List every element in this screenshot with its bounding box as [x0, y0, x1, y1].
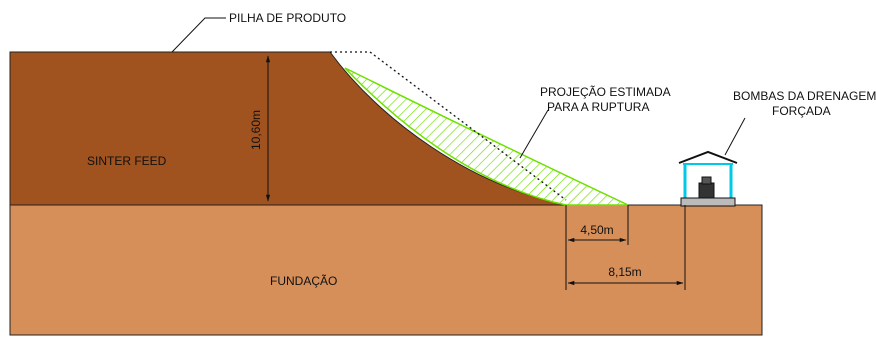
rupture-label-line2: PARA A RUPTURA [547, 100, 649, 114]
pump-body [698, 182, 715, 199]
pumps-leader-line [724, 117, 746, 156]
pile-label: PILHA DE PRODUTO [229, 11, 346, 25]
original-slope-dotted-line [330, 51, 567, 201]
rupture-distance-label: 4,50m [580, 223, 613, 237]
pile-leader-line [171, 17, 226, 53]
pump-motor [701, 176, 712, 185]
sinter-feed-pile [9, 51, 567, 206]
sinter-feed-label: SINTER FEED [87, 154, 167, 168]
foundation-label: FUNDAÇÃO [270, 274, 337, 288]
pump-house-roof [678, 150, 738, 164]
rupture-label-line1: PROJEÇÃO ESTIMADA [540, 85, 671, 99]
pump-distance-label: 8,15m [608, 265, 641, 279]
pumps-label-line1: BOMBAS DA DRENAGEM [733, 89, 876, 103]
pumps-label-line2: FORÇADA [772, 104, 831, 118]
height-dimension-label: 10,60m [249, 110, 263, 150]
pump-house [678, 150, 738, 207]
pump-base [680, 197, 736, 207]
rupture-leader-line [519, 109, 549, 159]
foundation-layer [9, 204, 763, 336]
